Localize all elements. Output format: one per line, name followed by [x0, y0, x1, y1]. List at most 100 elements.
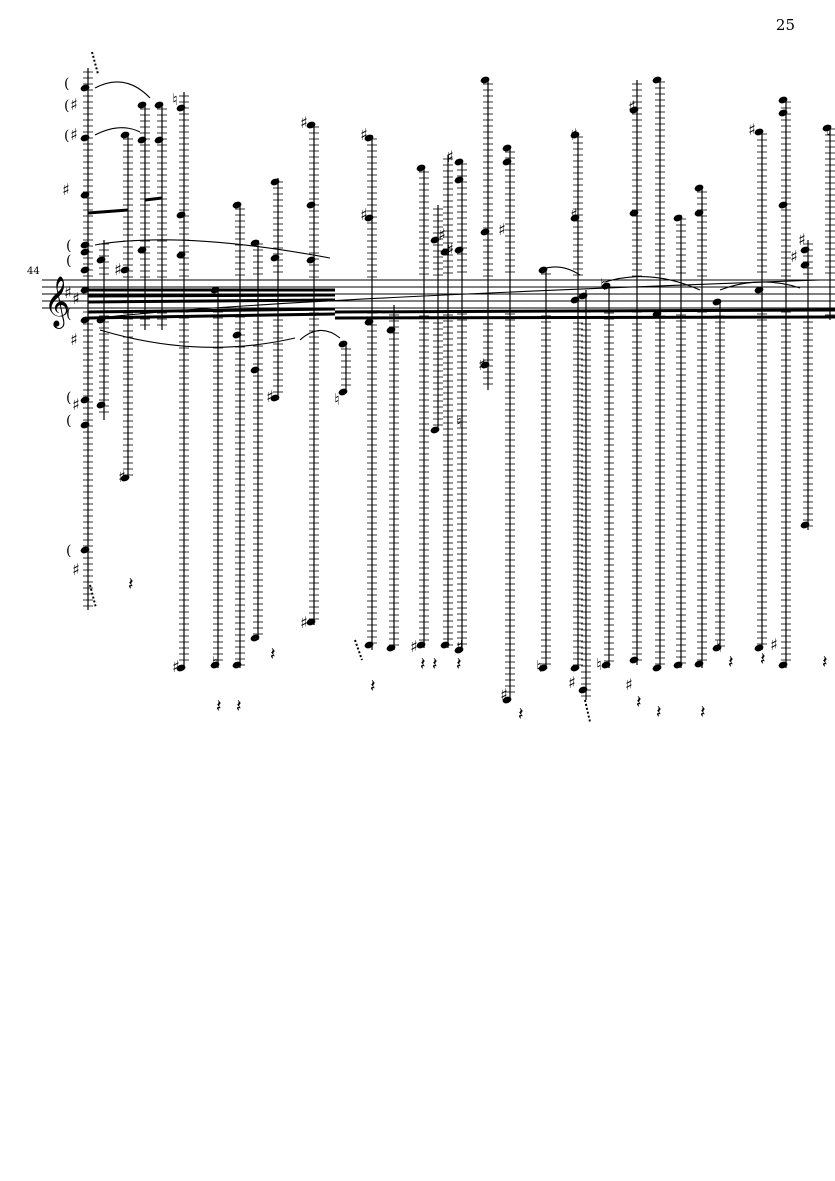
note-columns: ♯♯♯♯♯♯♯♯♮♯♮♯♯♯♮♯♯♯♯♯♯♯♯♯♮♯♮♯♯♯♮♮♯♯♮♯♯♯♯♮…: [62, 51, 835, 725]
tie: [719, 281, 801, 291]
accidental-icon: ♯: [456, 637, 464, 656]
accidental-icon: ♮: [826, 123, 832, 142]
note-head: [176, 664, 186, 672]
accidental-icon: ♯: [300, 613, 308, 632]
tremolo-mark: [91, 51, 99, 75]
note-head: [578, 292, 588, 300]
note-head: [629, 656, 639, 664]
tie: [99, 329, 296, 348]
accidental-icon: ♯: [798, 230, 806, 249]
note-head: [250, 366, 260, 374]
note-head: [80, 421, 90, 429]
note-head: [250, 634, 260, 642]
beam: [87, 298, 336, 304]
note-head: [652, 664, 662, 672]
accidental-icon: ♯: [72, 560, 80, 579]
accidental-icon: ♯: [118, 467, 126, 486]
note-head: [538, 664, 548, 672]
note-head: [306, 121, 316, 129]
tremolo-mark: [584, 699, 591, 723]
parenthesis: (: [64, 128, 69, 144]
beam: [87, 208, 129, 215]
note-head: [80, 396, 90, 404]
accidental-icon: ♮: [334, 390, 340, 409]
note-head: [800, 246, 810, 254]
note-head: [120, 131, 130, 139]
note-head: [454, 176, 464, 184]
note-head: [778, 201, 788, 209]
note-head: [80, 84, 90, 92]
accidental-icon: ♯: [498, 220, 506, 239]
note-head: [176, 211, 186, 219]
parenthesis: (: [66, 543, 71, 559]
note-head: [480, 361, 490, 369]
tie: [604, 276, 701, 291]
beam: [87, 307, 336, 314]
parenthesis: (: [66, 306, 71, 322]
rest-icon: 𝄽: [420, 654, 426, 675]
accidental-icon: ♯: [114, 260, 122, 279]
note-head: [137, 246, 147, 254]
rest-icon: 𝄽: [270, 644, 276, 665]
rest-icon: 𝄽: [700, 702, 706, 723]
note-head: [430, 426, 440, 434]
rest-icon: 𝄽: [370, 676, 376, 697]
accidental-icon: ♯: [446, 240, 454, 259]
key-signature: ♯ ♯: [64, 283, 80, 308]
rest-icon: 𝄽: [822, 652, 828, 673]
note-head: [800, 521, 810, 529]
note-head: [364, 318, 374, 326]
accidental-icon: ♯: [360, 205, 368, 224]
parenthesis: (: [66, 413, 71, 429]
note-head: [538, 266, 548, 274]
accidental-icon: ♯: [628, 97, 636, 116]
parenthesis: (: [66, 238, 71, 254]
parenthesis: (: [64, 98, 69, 114]
note-head: [364, 641, 374, 649]
svg-text:♯: ♯: [64, 283, 72, 302]
note-head: [570, 664, 580, 672]
note-head: [80, 266, 90, 274]
note-head: [778, 109, 788, 117]
page-number: 25: [775, 16, 795, 34]
tie: [94, 81, 151, 99]
note-head: [454, 158, 464, 166]
accidental-icon: ♯: [570, 125, 578, 144]
note-head: [306, 201, 316, 209]
note-head: [386, 644, 396, 652]
note-head: [338, 388, 348, 396]
note-head: [96, 256, 106, 264]
accidental-icon: ♯: [72, 395, 80, 414]
beam: [334, 315, 835, 320]
accidental-icon: ♯: [70, 95, 78, 114]
accidental-icon: ♯: [410, 637, 418, 656]
note-head: [120, 474, 130, 482]
note-head: [480, 228, 490, 236]
rest-icon: 𝄽: [760, 649, 766, 670]
tie: [99, 279, 821, 319]
parenthesis: (: [66, 390, 71, 406]
rest-icon: 𝄽: [728, 652, 734, 673]
accidental-icon: ♮: [596, 655, 602, 674]
note-head: [210, 661, 220, 669]
accidental-icon: ♮: [212, 653, 218, 672]
tie: [94, 239, 331, 259]
accidental-icon: ♯: [625, 675, 633, 694]
accidental-icon: ♯: [266, 387, 274, 406]
note-head: [800, 261, 810, 269]
note-head: [306, 618, 316, 626]
note-head: [232, 201, 242, 209]
tremolo-mark: [89, 584, 97, 609]
rest-icon: 𝄽: [518, 704, 524, 725]
accidental-icon: ♯: [300, 113, 308, 132]
note-head: [338, 340, 348, 348]
note-head: [120, 266, 130, 274]
parenthesis: (: [64, 76, 69, 92]
note-head: [694, 184, 704, 192]
note-head: [652, 76, 662, 84]
note-head: [80, 286, 90, 294]
accidental-icon: ♯: [360, 125, 368, 144]
note-head: [430, 236, 440, 244]
beam: [144, 196, 163, 202]
